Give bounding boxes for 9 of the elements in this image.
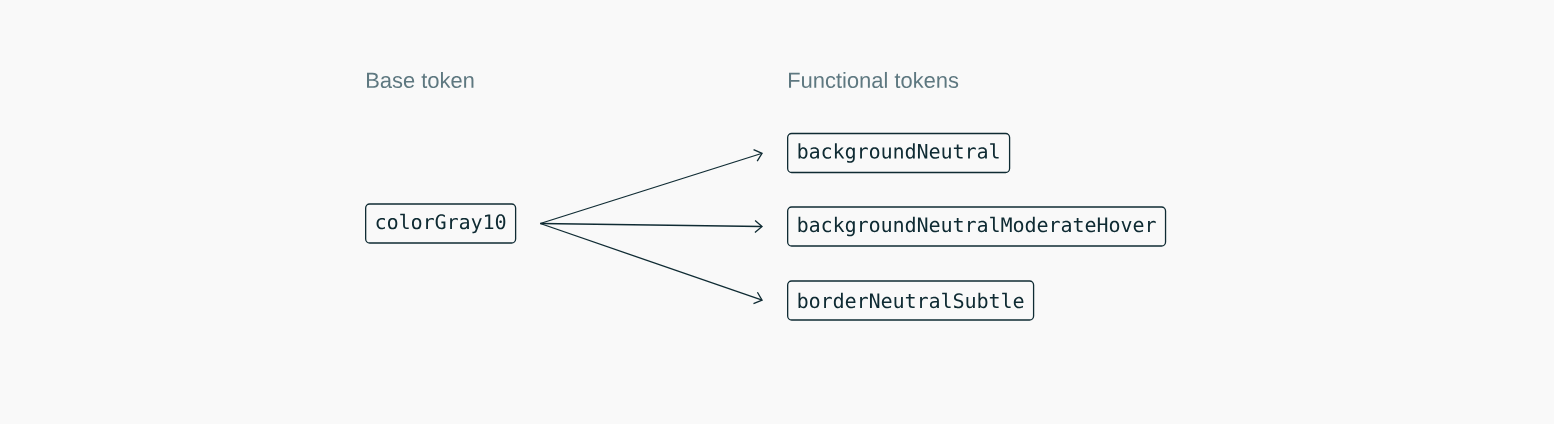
token-box: borderNeutralSubtle [787, 280, 1035, 321]
token-box: backgroundNeutralModerateHover [787, 206, 1167, 247]
arrow [539, 219, 763, 234]
token-box: backgroundNeutral [787, 132, 1011, 174]
arrow [539, 149, 763, 225]
arrow [539, 222, 763, 305]
token-box: colorGray10 [365, 203, 517, 244]
column-heading: Base token [367, 71, 474, 89]
column-heading: Functional tokens [789, 71, 959, 89]
